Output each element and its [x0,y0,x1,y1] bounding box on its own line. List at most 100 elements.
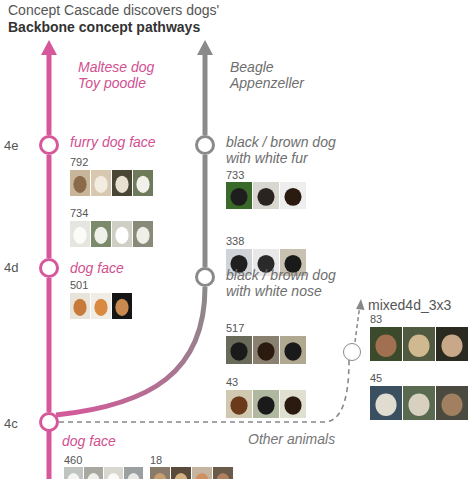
concept-circle: mixed4d_3x3 [343,343,361,361]
thumb-subject [230,342,247,360]
thumbnail [70,221,90,247]
thumb-subject [127,473,140,479]
thumb-background [280,182,306,209]
thumb-subject [115,176,128,193]
thumb-background [280,390,306,418]
callout-number: 501 [70,279,88,292]
callout-number: 45 [370,372,382,385]
concept-circle: black / brown dog with white nose [195,267,215,287]
thumb-subject [136,227,149,244]
thumbnail [226,182,252,209]
thumb-background [70,170,90,196]
class-name: Beagle Appenzeller [230,59,312,91]
layer-name: 4e [4,138,18,154]
arrowhead [197,40,213,55]
concept-circle: dog face [39,412,59,432]
thumb-background [112,221,132,247]
thumbnail [403,386,435,420]
thumb-background [370,386,402,420]
heading-line: Backbone concept pathways [8,19,200,36]
thumbnail [403,327,435,361]
concept-label: mixed4d_3x3 [368,297,451,313]
connector [56,287,205,415]
thumb-subject [375,334,396,356]
thumbnail [280,336,306,364]
thumb-background [253,390,279,418]
thumb-background [436,327,468,361]
thumbnail [133,170,153,196]
concept-circle: black / brown dog with white fur [195,135,215,155]
thumbnail [70,170,90,196]
thumbnail [171,467,191,479]
thumb-background [84,467,103,479]
thumb-subject [115,227,128,244]
pointer-head [356,299,365,310]
thumbnail [112,293,132,319]
edge-label: Other animals [246,431,337,447]
thumbnail [436,386,468,420]
thumb-subject [230,188,247,206]
thumb-subject [136,176,149,193]
thumb-subject [375,393,396,415]
thumb-subject [67,473,80,479]
thumbnail [150,467,170,479]
connector [47,155,52,258]
thumb-subject [174,473,187,479]
thumb-background [70,293,90,319]
thumb-subject [73,176,86,193]
thumbnail [280,390,306,418]
thumbnail [226,336,252,364]
thumb-subject [257,342,274,360]
callout-number: 43 [226,376,238,389]
callout-number: 734 [70,207,88,220]
thumb-background [70,221,90,247]
thumbnail [280,182,306,209]
thumbnail [104,467,123,479]
dashed-pointer [355,308,360,342]
callout-number: 460 [64,454,82,467]
thumb-background [280,336,306,364]
connector [47,278,52,412]
thumb-subject [115,299,128,316]
callout-number: 18 [150,454,162,467]
class-label: Beagle Appenzeller [196,40,316,95]
thumbnail [253,336,279,364]
thumbnail [70,293,90,319]
thumb-subject [195,473,208,479]
thumb-background [133,221,153,247]
thumb-background [112,293,132,319]
thumb-subject [441,334,462,356]
thumbnail [112,221,132,247]
connector [203,155,208,267]
callout-number: 338 [226,235,244,248]
thumb-background [226,336,252,364]
thumbnail [84,467,103,479]
thumb-background [403,327,435,361]
thumbnail [64,467,83,479]
thumb-subject [107,473,120,479]
thumbnail [213,467,233,479]
thumb-background [226,390,252,418]
callout-number: 733 [226,169,244,182]
thumb-background [253,182,279,209]
thumb-background [91,221,111,247]
thumbnail [436,327,468,361]
concept-label: black / brown dog with white nose [226,267,351,299]
thumb-subject [94,227,107,244]
thumb-subject [284,188,301,206]
thumb-background [192,467,212,479]
thumb-subject [94,299,107,316]
thumb-subject [87,473,100,479]
class-label: Maltese dog Toy poodle [40,40,170,95]
thumb-subject [257,396,274,414]
thumb-background [64,467,83,479]
thumbnail [112,170,132,196]
thumb-subject [94,176,107,193]
thumb-subject [408,334,429,356]
concept-label: black / brown dog with white fur [226,134,351,166]
title: Concept Cascade discovers dogs' [8,2,219,19]
thumb-subject [441,393,462,415]
thumb-subject [257,188,274,206]
connector [203,51,208,136]
